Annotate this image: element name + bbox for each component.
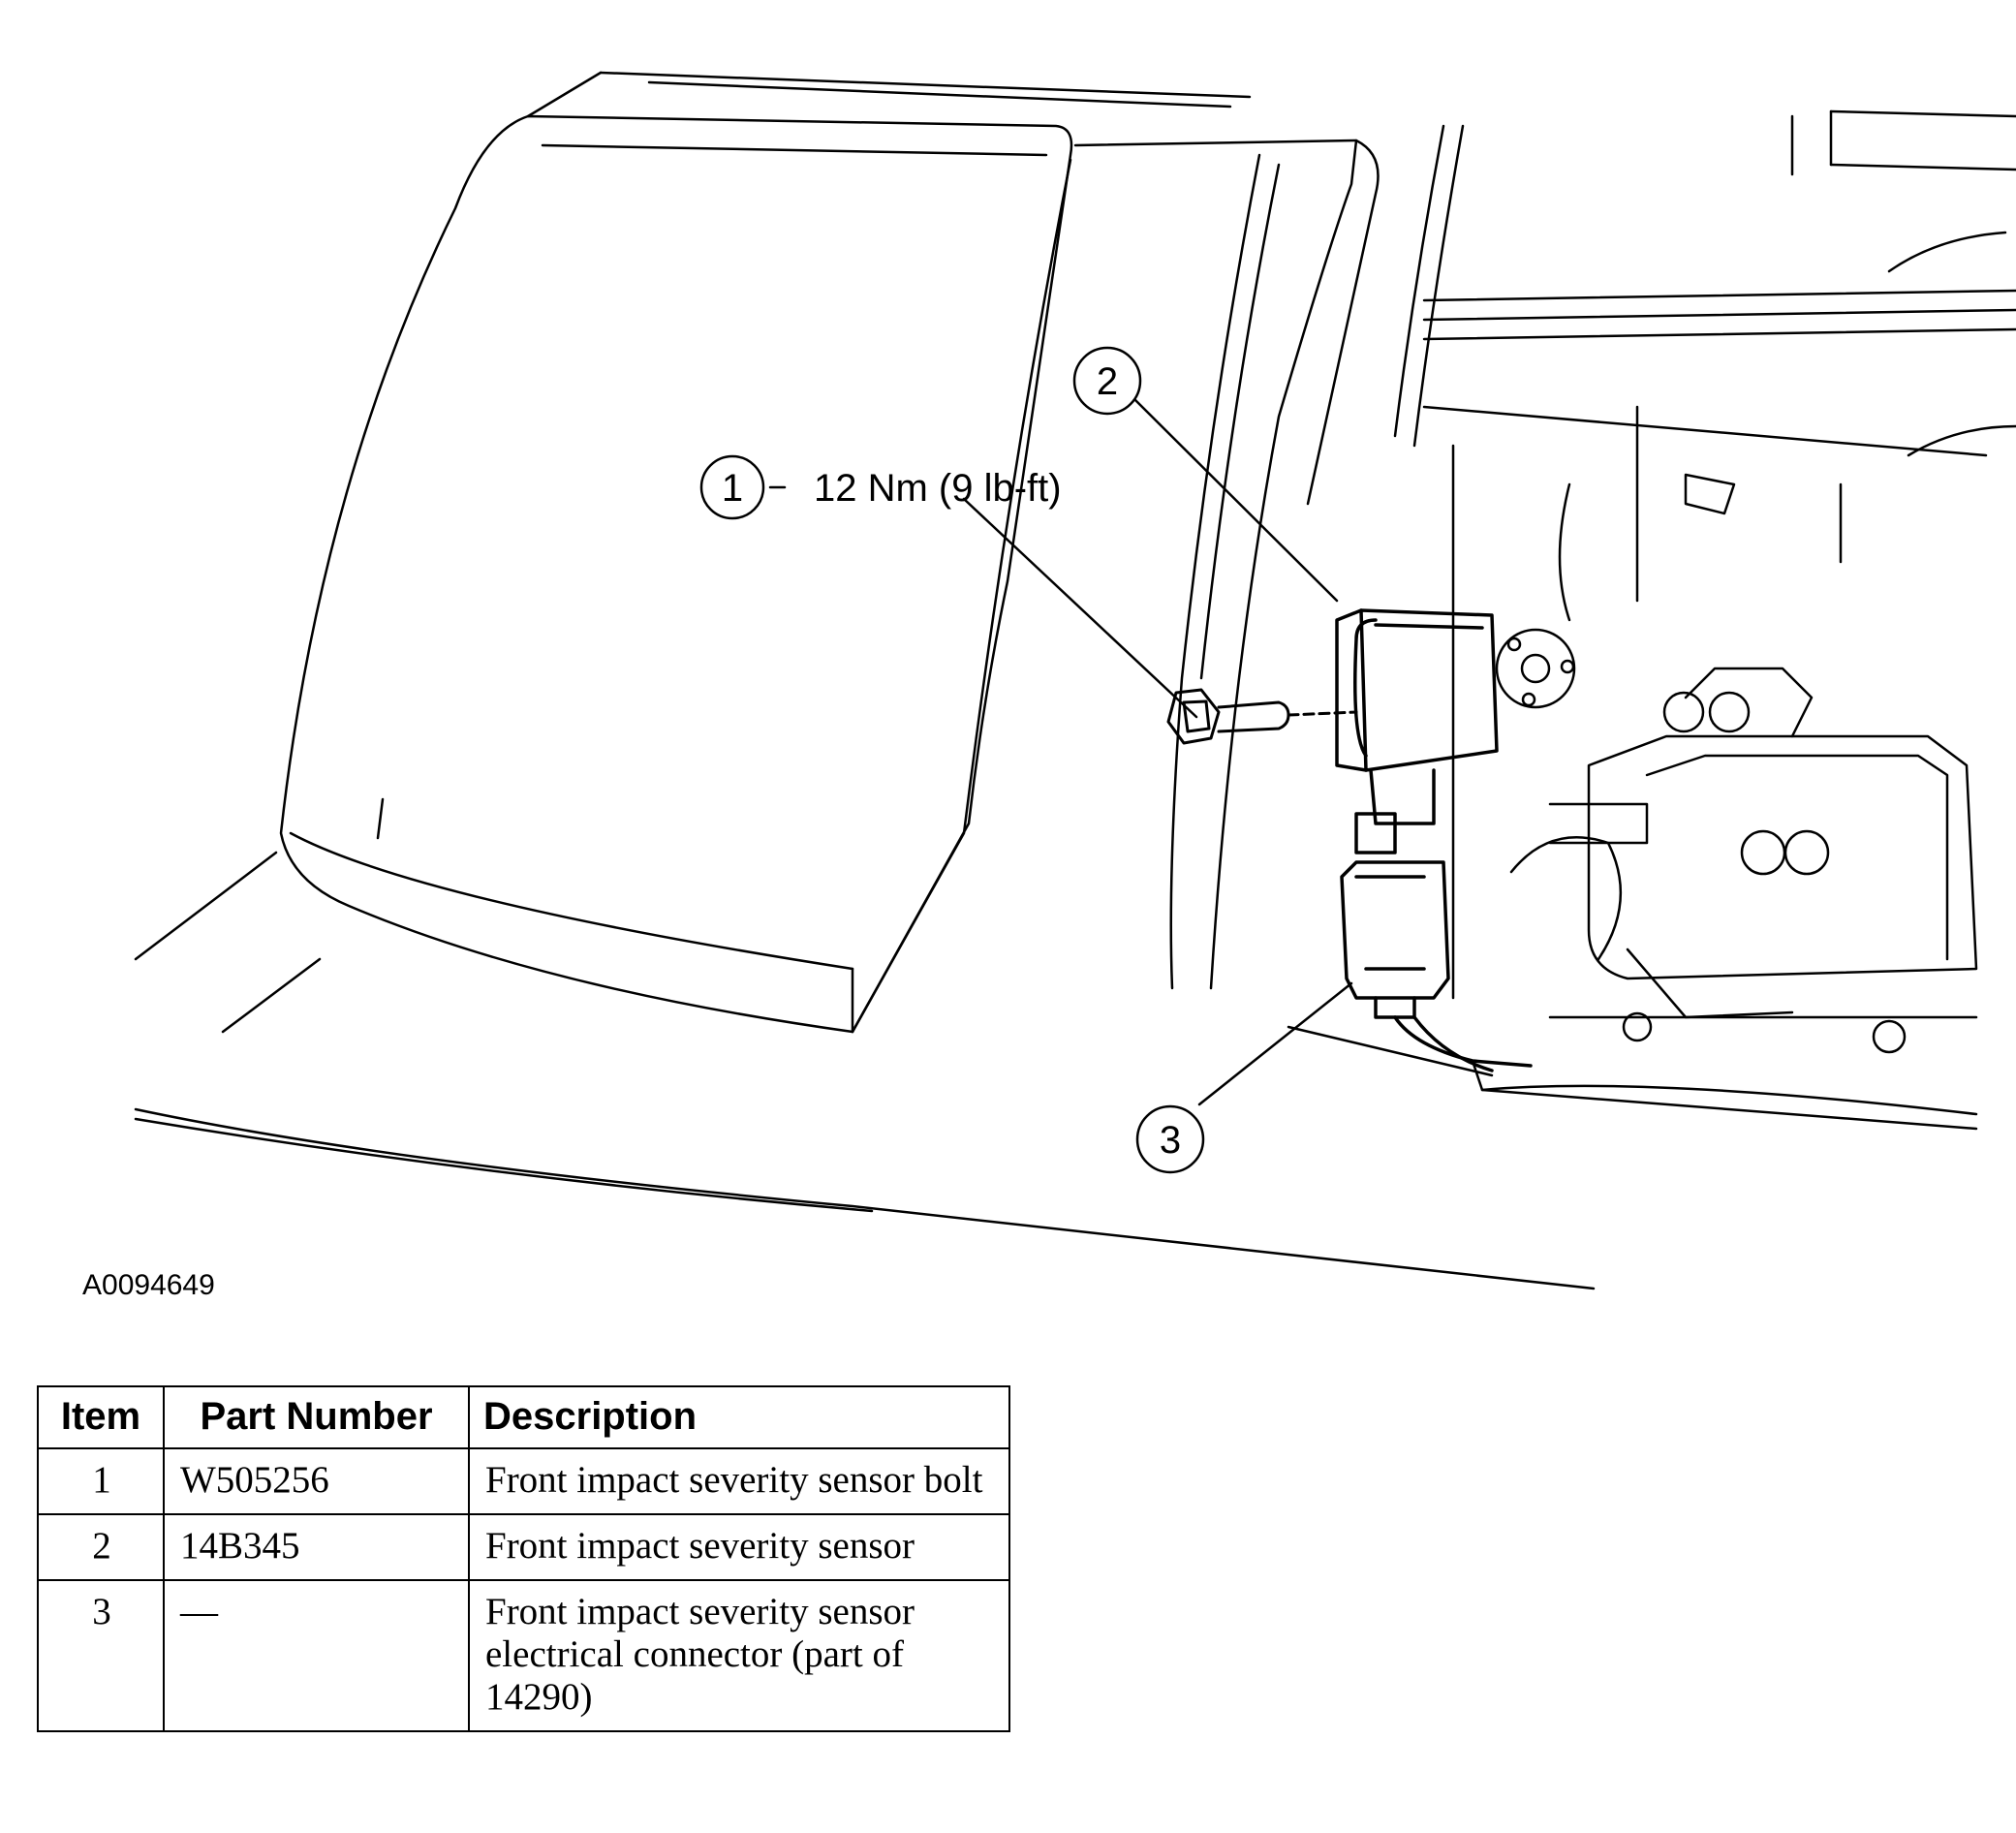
cell-part-number: — [163, 1579, 470, 1732]
callout-2-number: 2 [1097, 360, 1118, 403]
figure-id: A0094649 [82, 1269, 215, 1301]
impact-sensor [1335, 608, 1499, 854]
callout-3: 3 [1135, 1104, 1205, 1174]
callout-2: 2 [1072, 346, 1142, 416]
table-row: 3 — Front impact severity sensor electri… [37, 1579, 1010, 1732]
cell-part-number: 14B345 [163, 1513, 470, 1581]
table-row: 1 W505256 Front impact severity sensor b… [37, 1447, 1010, 1515]
cell-item: 2 [37, 1513, 165, 1581]
sensor-bolt [1166, 688, 1358, 745]
callout-3-number: 3 [1160, 1119, 1181, 1162]
cell-item: 3 [37, 1579, 165, 1732]
header-description: Description [468, 1385, 1010, 1449]
cell-description: Front impact severity sensor [468, 1513, 1010, 1581]
grille-frame [851, 124, 1465, 1034]
parts-table: Item Part Number Description 1 W505256 F… [37, 1385, 1010, 1732]
leader-lines [768, 398, 1353, 1106]
cell-description: Front impact severity sensor bolt [468, 1447, 1010, 1515]
cell-description: Front impact severity sensor electrical … [468, 1579, 1010, 1732]
cell-part-number: W505256 [163, 1447, 470, 1515]
technical-illustration: 1 12 Nm (9 lb-ft) 2 3 [134, 71, 2016, 1290]
sensor-mount-boss [1495, 628, 1576, 709]
front-bumper [134, 1025, 1978, 1290]
table-header-row: Item Part Number Description [37, 1385, 1010, 1449]
callout-1-torque-spec: 12 Nm (9 lb-ft) [814, 467, 1062, 510]
mounting-bracket [1509, 667, 1978, 1054]
cell-item: 1 [37, 1447, 165, 1515]
header-item: Item [37, 1385, 165, 1449]
callout-1-number: 1 [722, 467, 743, 510]
electrical-connector [1340, 860, 1533, 1072]
table-row: 2 14B345 Front impact severity sensor [37, 1513, 1010, 1581]
header-part-number: Part Number [163, 1385, 470, 1449]
callout-1: 1 12 Nm (9 lb-ft) [699, 454, 1062, 520]
headlamp-assembly [134, 71, 1252, 1034]
radiator-support [1422, 109, 2016, 1000]
